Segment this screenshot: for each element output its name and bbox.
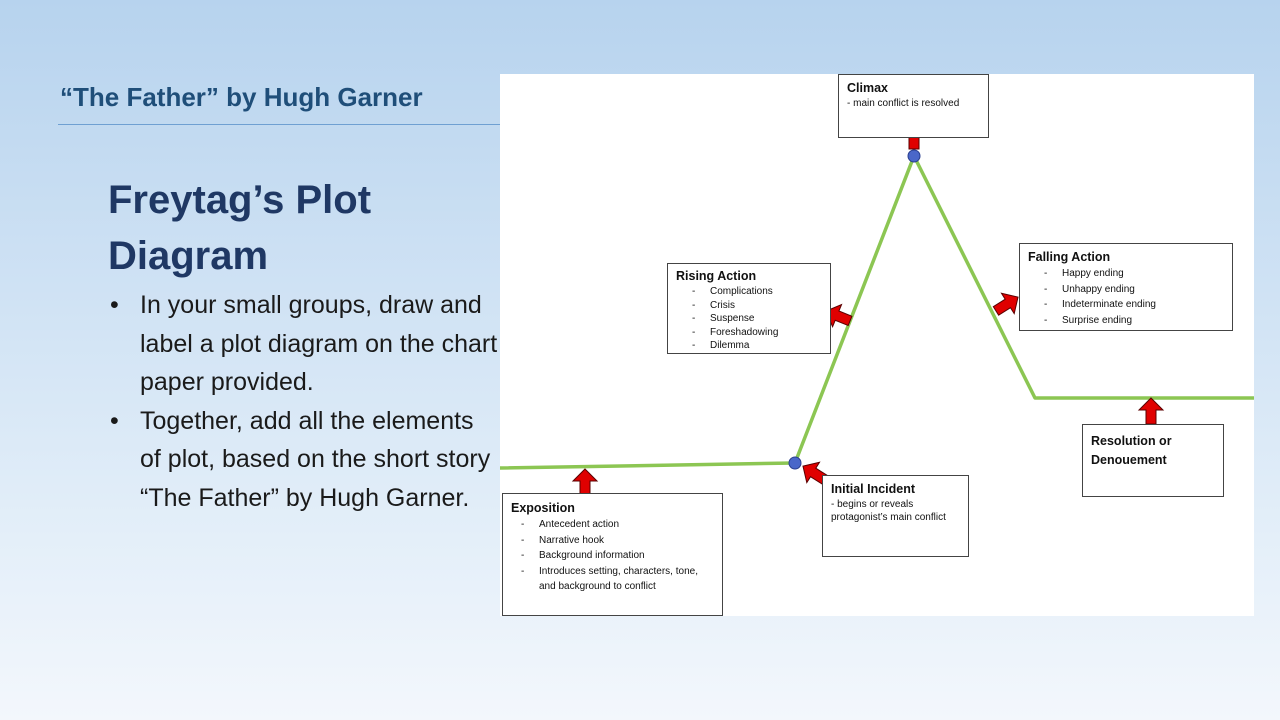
rising-action-box: Rising Action Complications Crisis Suspe… (667, 263, 831, 354)
bullet-list: In your small groups, draw and label a p… (108, 286, 500, 517)
list-item: Surprise ending (1044, 313, 1224, 329)
plot-diagram-svg (500, 122, 1254, 496)
falling-action-title: Falling Action (1028, 250, 1111, 264)
bullet-item: In your small groups, draw and label a p… (108, 286, 500, 402)
resolution-title: Resolution or Denouement (1091, 434, 1172, 467)
list-item: Dilemma (692, 339, 822, 353)
climax-box: Climax - main conflict is resolved (838, 74, 989, 138)
list-item: Crisis (692, 299, 822, 313)
initial-incident-title: Initial Incident (831, 482, 916, 496)
list-item: Foreshadowing (692, 326, 822, 340)
list-item: Introduces setting, characters, tone, an… (521, 564, 714, 595)
bullet-item: Together, add all the elements of plot, … (108, 402, 500, 518)
falling-action-box: Falling Action Happy ending Unhappy endi… (1019, 243, 1233, 331)
exposition-arrow-icon (571, 468, 599, 496)
slide-title: Freytag’s Plot Diagram (108, 178, 372, 278)
header-divider (58, 124, 500, 125)
rising-action-arrow-icon (825, 303, 853, 329)
slide-header: “The Father” by Hugh Garner (60, 82, 423, 112)
resolution-box: Resolution or Denouement (1082, 424, 1224, 497)
climax-subtitle: - main conflict is resolved (847, 98, 960, 109)
falling-action-list: Happy ending Unhappy ending Indeterminat… (1028, 266, 1224, 328)
rising-action-title: Rising Action (676, 269, 757, 283)
list-item: Antecedent action (521, 517, 714, 533)
initial-incident-box: Initial Incident - begins or reveals pro… (822, 475, 969, 557)
initial-incident-subtitle: - begins or reveals protagonist’s main c… (831, 499, 946, 523)
climax-title: Climax (847, 81, 888, 95)
initial-incident-point (788, 456, 802, 470)
list-item: Happy ending (1044, 266, 1224, 282)
list-item: Background information (521, 548, 714, 564)
exposition-list: Antecedent action Narrative hook Backgro… (511, 517, 714, 595)
resolution-arrow-icon (1137, 397, 1165, 425)
exposition-box: Exposition Antecedent action Narrative h… (502, 493, 723, 616)
plot-diagram: Climax - main conflict is resolved Risin… (500, 74, 1254, 616)
list-item: Narrative hook (521, 533, 714, 549)
list-item: Suspense (692, 312, 822, 326)
list-item: Unhappy ending (1044, 282, 1224, 298)
falling-action-arrow-icon (992, 292, 1019, 316)
climax-point (907, 149, 921, 163)
rising-action-list: Complications Crisis Suspense Foreshadow… (676, 285, 822, 353)
list-item: Indeterminate ending (1044, 297, 1224, 313)
list-item: Complications (692, 285, 822, 299)
exposition-title: Exposition (511, 501, 575, 515)
